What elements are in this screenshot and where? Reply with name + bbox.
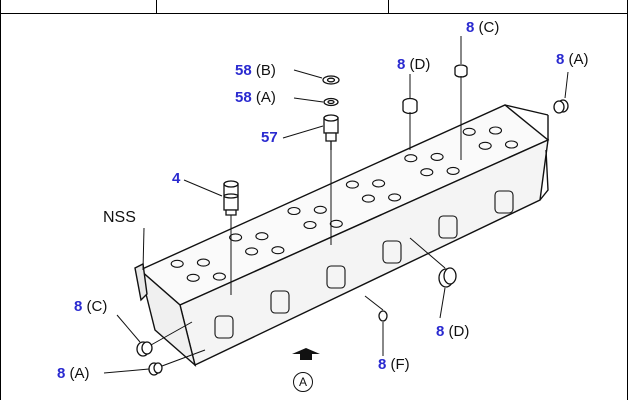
exhaust-port [438, 215, 458, 239]
valve-port [313, 205, 327, 214]
callout-8d-front: 8 (D) [436, 323, 470, 340]
exhaust-port [382, 240, 402, 264]
valve-port [196, 258, 210, 267]
callout-8d-top: 8 (D) [397, 56, 431, 73]
valve-port [462, 127, 476, 136]
valve-port [271, 246, 285, 255]
plug-8c-top [454, 64, 468, 78]
head-left-end [138, 268, 197, 367]
valve-port [446, 166, 460, 175]
plug-8d-front [438, 267, 457, 288]
valve-port [329, 219, 343, 228]
valve-port [229, 233, 243, 242]
plug-8a-right [553, 99, 569, 114]
nss-label: NSS [103, 209, 136, 226]
valve-port [404, 154, 418, 163]
valve-port [212, 272, 226, 281]
valve-port [420, 168, 434, 177]
frame-top-border [0, 0, 628, 14]
callout-4: 4 [172, 170, 181, 187]
plug-8a-left [148, 362, 163, 376]
exhaust-port [326, 265, 346, 289]
callout-57: 57 [261, 129, 278, 146]
callout-8a-left: 8 (A) [57, 365, 90, 382]
leader-lines [103, 36, 569, 374]
valve-port [345, 180, 359, 189]
callout-8c-top: 8 (C) [466, 19, 500, 36]
ring-58b [322, 75, 340, 85]
frame-divider [388, 0, 389, 14]
head-surface-details [170, 126, 519, 339]
valve-port [255, 232, 269, 241]
view-arrow [292, 348, 320, 360]
valve-port [388, 193, 402, 202]
valve-port [504, 140, 519, 149]
plug-8c-left [136, 341, 153, 357]
valve-port [361, 194, 375, 203]
ring-58a [323, 97, 339, 107]
valve-port [186, 273, 200, 282]
valve-port [488, 126, 503, 135]
valve-port [287, 206, 301, 216]
valve-port [303, 220, 317, 230]
part-57-nozzle [323, 114, 339, 150]
view-marker: A [293, 372, 313, 392]
valve-port [478, 141, 492, 150]
plug-8d-top [402, 97, 418, 115]
exhaust-port [214, 315, 234, 339]
valve-port [372, 179, 386, 188]
valve-port [170, 259, 184, 268]
callout-8f: 8 (F) [378, 356, 410, 373]
frame-divider [156, 0, 157, 14]
valve-port [245, 247, 259, 256]
exhaust-port [270, 290, 290, 314]
part-4-sleeve [223, 180, 239, 216]
valve-port [430, 152, 444, 161]
exhaust-port [494, 190, 514, 214]
callout-58a: 58 (A) [235, 89, 276, 106]
callout-8c-left: 8 (C) [74, 298, 108, 315]
callout-8a-right: 8 (A) [556, 51, 589, 68]
plug-8f [378, 310, 388, 322]
cylinder-head [134, 104, 550, 367]
frame-left-border [0, 0, 1, 400]
callout-58b: 58 (B) [235, 62, 276, 79]
